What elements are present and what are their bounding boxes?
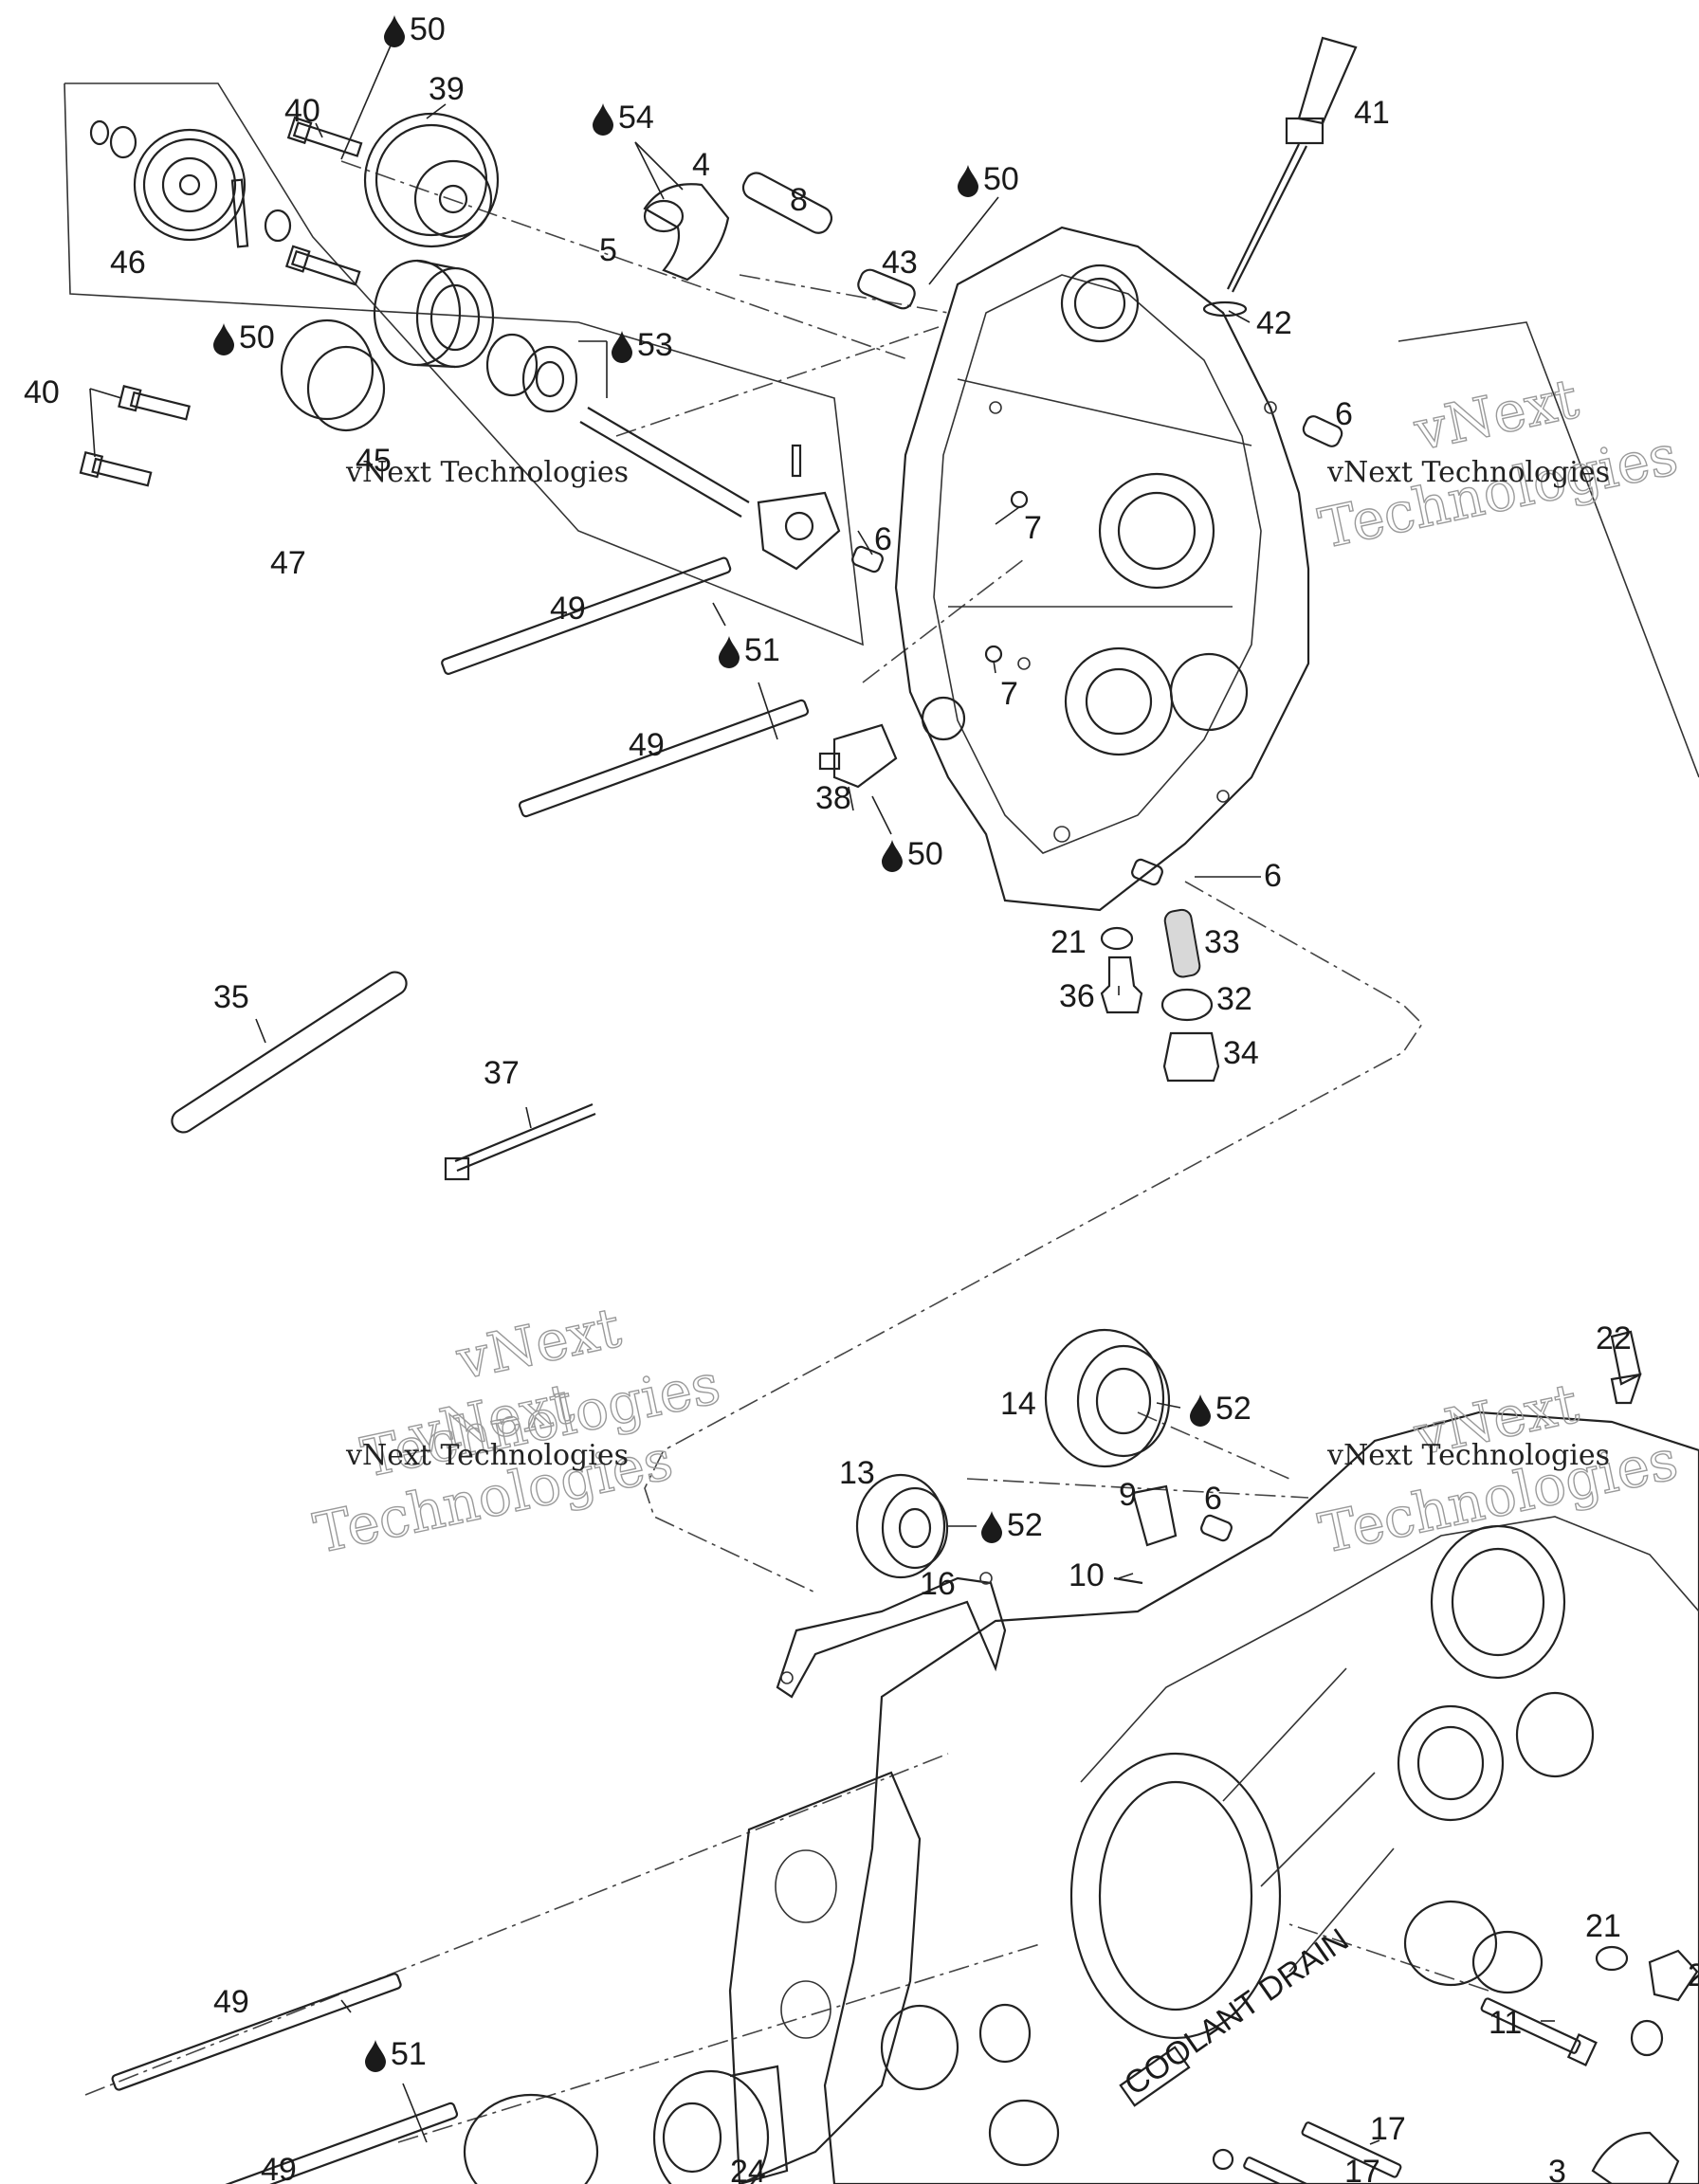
oil-drop-icon (882, 840, 903, 872)
oil-filter-screen (463, 2065, 789, 2184)
oil-drop-icon (612, 331, 632, 363)
part-callout-14: 14 (1000, 1386, 1036, 1422)
part-callout-22: 22 (1596, 1320, 1632, 1356)
oil-drop-icon (981, 1511, 1002, 1543)
part-callout-45: 45 (356, 443, 392, 479)
part-callout-24: 24 (730, 2154, 766, 2184)
oil-drop-icon (593, 103, 613, 136)
crankcase-half-upper (894, 226, 1310, 912)
oil-drop-icon (1190, 1394, 1211, 1427)
oil-drop-icon (384, 15, 405, 47)
part-callout-32: 32 (1216, 981, 1252, 1017)
part-callout-4: 4 (692, 147, 710, 183)
part-callout-52: 52 (1007, 1507, 1043, 1543)
part-callout-54: 54 (618, 100, 654, 136)
dipstick (1202, 36, 1358, 318)
watermark-text: vNext Technologies (345, 1439, 629, 1472)
part-callout-49: 49 (550, 591, 586, 627)
part-callout-51: 51 (744, 632, 780, 668)
tube-35 (171, 971, 408, 1134)
part-callout-11: 11 (1489, 2005, 1522, 2041)
part-callout-7: 7 (1000, 676, 1018, 712)
part-callout-35: 35 (213, 979, 249, 1015)
bleed-valve-22 (1610, 1330, 1642, 1405)
part-callout-2: 2 (1688, 1957, 1699, 1993)
watermark-text: vNext Technologies (1326, 456, 1610, 489)
part-callout-21: 21 (1585, 1908, 1621, 1944)
coolant-drain-stamp: COOLANT DRAIN (1118, 1921, 1355, 2107)
oil-drop-icon (365, 2040, 386, 2072)
svg-text:COOLANT DRAIN: COOLANT DRAIN (1118, 1921, 1355, 2102)
part-callout-17: 17 (1344, 2154, 1380, 2184)
part-callout-41: 41 (1354, 95, 1390, 131)
part-callout-53: 53 (637, 327, 673, 363)
gasket-left-lower (728, 1771, 922, 2184)
part-callout-46: 46 (110, 245, 146, 281)
part-callout-8: 8 (790, 182, 808, 218)
part-callout-49: 49 (213, 1984, 249, 2020)
part-callout-6: 6 (1335, 396, 1353, 432)
part-callout-50: 50 (410, 11, 446, 47)
screws-lower (1212, 1945, 1699, 2184)
part-callout-9: 9 (1119, 1477, 1137, 1513)
part-callout-21: 21 (1050, 924, 1087, 960)
part-callout-52: 52 (1215, 1391, 1251, 1427)
part-callout-50: 50 (983, 161, 1019, 197)
part-callout-33: 33 (1204, 924, 1240, 960)
part-callout-51: 51 (391, 2036, 427, 2072)
crankcase-half-lower (823, 1410, 1699, 2184)
bearings (855, 1328, 1171, 1579)
part-callout-47: 47 (270, 545, 306, 581)
oil-drop-icon (958, 165, 978, 197)
sensor-38 (818, 723, 898, 789)
drain-plug-parts (1100, 908, 1220, 1083)
bushings-and-pins (643, 172, 1343, 447)
part-callout-39: 39 (429, 71, 465, 107)
part-callout-6: 6 (1204, 1481, 1222, 1517)
bushing-3 (1591, 2131, 1680, 2184)
studs-49 (111, 556, 810, 2184)
part-callout-42: 42 (1256, 305, 1292, 341)
part-callout-16: 16 (920, 1566, 956, 1602)
part-callout-37: 37 (484, 1055, 520, 1091)
leader-lines (89, 45, 1555, 2145)
watermark-text: vNext Technologies (1326, 1439, 1610, 1472)
assembly-dash-lines (84, 160, 1489, 2143)
oil-drop-icon (719, 636, 740, 668)
oil-drop-icon (213, 323, 234, 355)
part-callout-50: 50 (907, 836, 943, 872)
part-callout-36: 36 (1059, 978, 1095, 1014)
part-callout-43: 43 (882, 245, 918, 281)
cable-tie-37 (444, 1102, 596, 1181)
part-callout-49: 49 (629, 727, 665, 763)
part-callout-40: 40 (24, 374, 60, 410)
part-callout-17: 17 (1370, 2111, 1406, 2147)
part-callout-49: 49 (261, 2152, 297, 2184)
part-callout-10: 10 (1069, 1557, 1105, 1593)
part-callout-5: 5 (599, 232, 617, 268)
part-callout-34: 34 (1223, 1035, 1259, 1071)
cover-frame-right (1398, 321, 1699, 778)
part-callout-38: 38 (815, 780, 851, 816)
watermark-text: vNext Technologies (345, 456, 629, 489)
part-callout-6: 6 (1264, 858, 1282, 894)
subassembly-outline (64, 82, 864, 646)
oil-pump-parts (79, 112, 841, 571)
part-callout-3: 3 (1548, 2154, 1566, 2184)
gasket-16 (776, 1572, 1007, 1699)
part-callout-50: 50 (239, 319, 275, 355)
part-callout-40: 40 (284, 93, 320, 129)
part-callout-6: 6 (874, 521, 892, 557)
watermark: Technologies vNext (1313, 365, 1684, 561)
part-callout-13: 13 (839, 1455, 875, 1491)
small-parts-9-10-6 (1113, 1484, 1233, 1585)
part-callout-7: 7 (1024, 510, 1042, 546)
